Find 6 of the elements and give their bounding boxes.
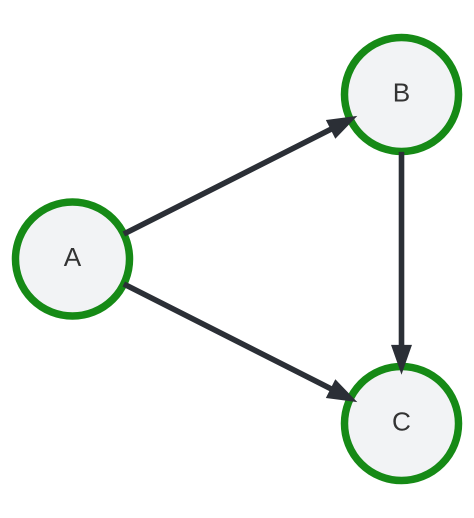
arrow <box>122 282 358 402</box>
arrow <box>122 116 358 236</box>
node-circle: A <box>12 198 134 320</box>
node-circle: C <box>340 362 462 484</box>
arrow <box>391 152 412 375</box>
node-circle: B <box>340 34 462 156</box>
